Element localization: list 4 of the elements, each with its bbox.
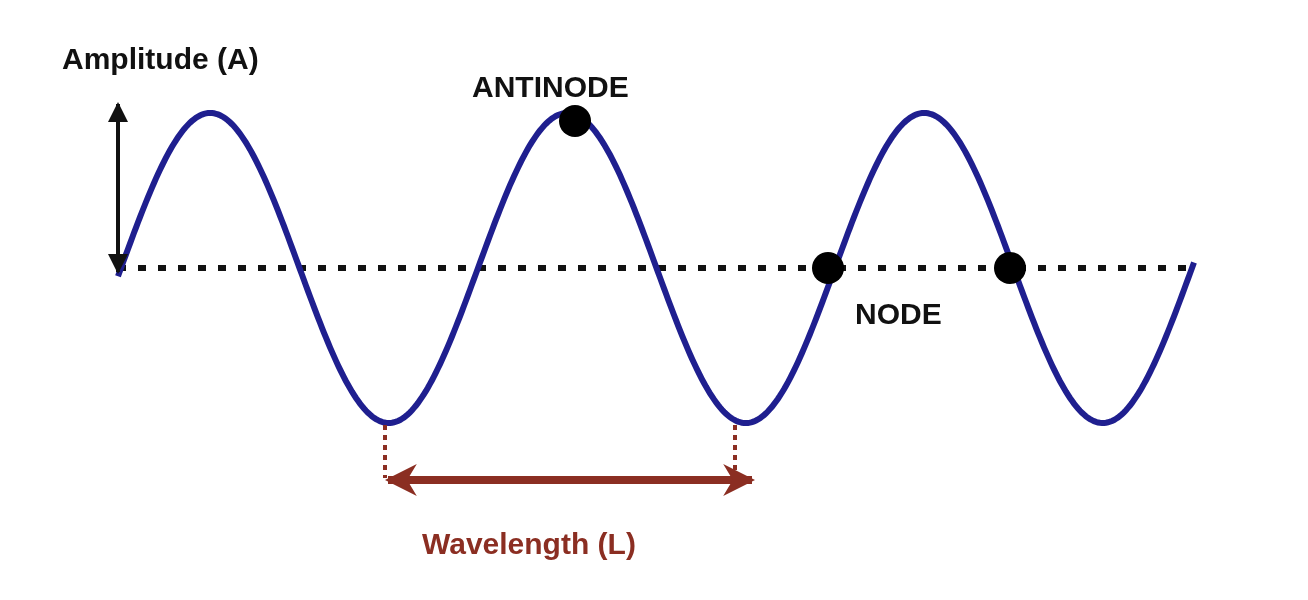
dimension-label: Wavelength (L) (422, 527, 636, 561)
node-label: NODE (855, 297, 942, 331)
dimension-label: Amplitude (A) (62, 42, 259, 76)
antinode-label: ANTINODE (472, 70, 629, 104)
